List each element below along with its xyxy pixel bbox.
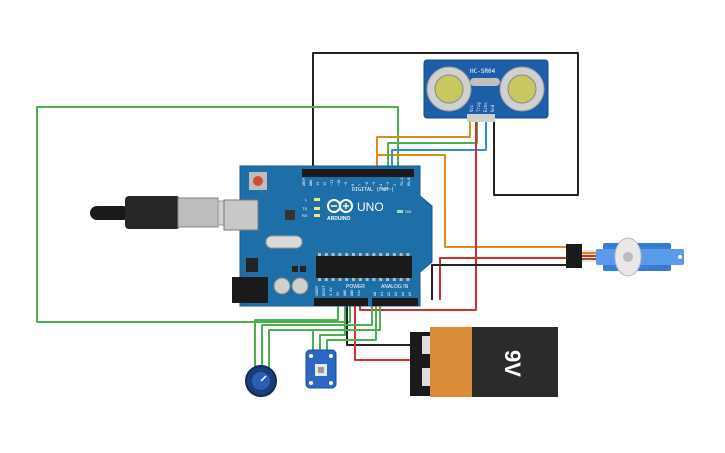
digital-pin-label: 7	[358, 184, 362, 186]
led-tx-label: TX	[302, 206, 307, 211]
power-pin-label: GND	[343, 290, 347, 296]
digital-header[interactable]	[302, 169, 414, 177]
arduino-model: UNO	[357, 200, 384, 214]
digital-pin-label: ~10	[337, 180, 341, 186]
wire-green-sensor-1	[312, 329, 330, 352]
digital-pin-label: ~3	[386, 182, 390, 186]
wire-black-battery	[346, 300, 412, 346]
power-pin-label: RESET	[322, 285, 326, 296]
atmega-chip	[316, 256, 412, 278]
wire-green-pot-1	[254, 300, 339, 368]
potentiometer[interactable]	[245, 365, 277, 397]
ultrasonic-model: HC-SR04	[470, 68, 496, 75]
reset-button[interactable]	[253, 176, 263, 186]
digital-pin-label: ~5	[372, 182, 376, 186]
ultrasonic-pin-label: Gnd	[490, 104, 495, 112]
power-pin-label: Vin	[357, 290, 361, 296]
digital-pin-label: ~6	[365, 182, 369, 186]
wire-black-servo	[431, 264, 568, 300]
digital-pin-label: RX←0	[407, 178, 411, 186]
digital-label: DIGITAL (PWM~)	[352, 187, 394, 193]
digital-pin-label: AREF	[302, 178, 306, 186]
analog-pin-label: A5	[408, 292, 412, 296]
power-pin-label: IOREF	[315, 285, 319, 296]
wire-green-sensor-2	[319, 300, 346, 352]
power-header[interactable]	[314, 298, 368, 306]
wire-green-sensor-3	[326, 300, 377, 352]
wire-green-echo	[387, 122, 478, 172]
ultrasonic-pin-label: Echo	[483, 102, 488, 112]
wires	[36, 52, 579, 368]
wire-green-left-loop	[36, 106, 399, 323]
crystal	[470, 78, 500, 86]
ultrasonic-pin-label: Vcc	[469, 104, 474, 112]
digital-pin-label: ~9	[344, 182, 348, 186]
analog-pin-label: A4	[401, 292, 405, 296]
wire-red-battery	[354, 300, 412, 361]
digital-pin-label: 4	[379, 184, 383, 186]
power-pin-label: 3.3V	[329, 287, 333, 296]
analog-pin-label: A3	[394, 292, 398, 296]
wire-black-ultrasonic-gnd	[312, 52, 579, 196]
analog-pin-label: A0	[373, 292, 377, 296]
analog-pin-label: A2	[387, 292, 391, 296]
digital-pin-label: 2	[393, 184, 397, 186]
wire-orange-trig	[376, 122, 471, 172]
power-label: POWER	[346, 284, 365, 290]
battery-9v[interactable]: 9V	[410, 327, 558, 397]
wire-green-pot-2	[261, 300, 373, 368]
wire-red-servo	[439, 257, 568, 300]
analog-header[interactable]	[372, 298, 418, 306]
analog-label: ANALOG IN	[381, 284, 409, 290]
battery-label: 9V	[500, 350, 525, 377]
power-pin-label: 5V	[336, 291, 340, 296]
digital-pin-label: GND	[309, 180, 313, 186]
digital-pin-label: 13	[316, 182, 320, 186]
led-rx-label: RX	[302, 213, 308, 218]
analog-pin-label: A1	[380, 292, 384, 296]
wire-blue-echo	[391, 122, 487, 172]
digital-pin-label: 8	[351, 184, 355, 186]
servo-motor[interactable]	[566, 237, 684, 277]
power-pin-label: GND	[350, 290, 354, 296]
usb-cable	[90, 196, 241, 229]
arduino-brand: ARDUINO	[327, 216, 350, 222]
digital-pin-label: 12	[323, 182, 327, 186]
wire-orange-servo	[376, 154, 568, 248]
led-l-label: L	[305, 197, 308, 202]
on-label: ON	[405, 209, 411, 214]
sensor-breakout[interactable]	[305, 349, 337, 389]
digital-pin-label: TX→1	[400, 178, 404, 186]
digital-pin-label: ~11	[330, 180, 334, 186]
ultrasonic-pin-label: Trig	[476, 102, 481, 112]
arduino-logo	[327, 199, 353, 213]
